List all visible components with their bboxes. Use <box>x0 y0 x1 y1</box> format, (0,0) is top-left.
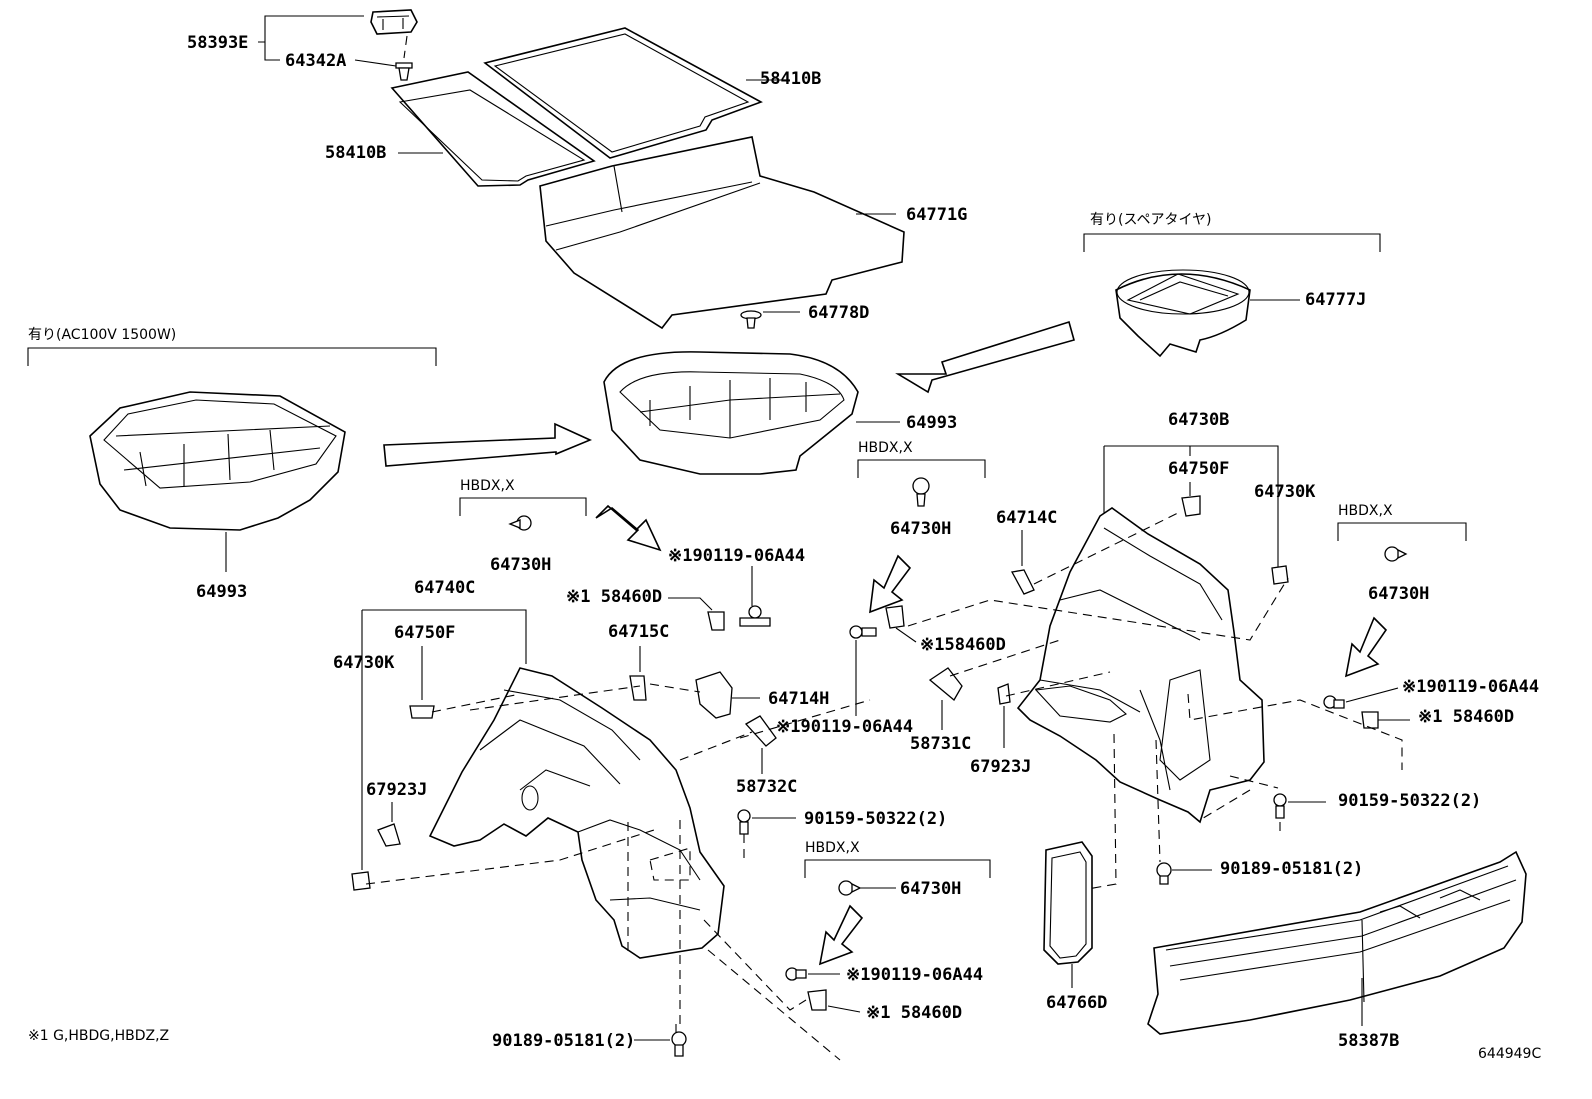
caption-hbdx-1: HBDX,X <box>460 478 515 494</box>
label-64715C: 64715C <box>608 622 669 642</box>
screw-64730H-d <box>1384 546 1408 562</box>
spare-tire-tray-64777J <box>1115 269 1251 358</box>
scuff-plate-58387B <box>1147 850 1527 1035</box>
footnote: ※1 G,HBDG,HBDZ,Z <box>28 1028 169 1044</box>
label-58460D-a: ※1 58460D <box>566 587 662 607</box>
label-64714H: 64714H <box>768 689 829 709</box>
label-58732C: 58732C <box>736 777 797 797</box>
bolt-190119-a <box>739 605 771 627</box>
label-64730H-d: 64730H <box>1368 584 1429 604</box>
deck-board-58410B-left <box>390 71 596 187</box>
label-64730H-c: 64730H <box>900 879 961 899</box>
label-64730K-right: 64730K <box>1254 482 1316 502</box>
label-64342A: 64342A <box>285 51 346 71</box>
label-90159-a: 90159-50322(2) <box>804 809 947 829</box>
label-58460D-d: ※1 58460D <box>1418 707 1514 727</box>
arrow-replace-center-left <box>383 422 593 467</box>
screw-90159-b <box>1273 793 1287 819</box>
cover-58731C <box>928 667 963 701</box>
arrow-replace-center-right <box>895 320 1075 394</box>
caption-ac100v: 有り(AC100V 1500W) <box>28 327 176 343</box>
label-58460D-b: ※158460D <box>920 635 1006 655</box>
bolt-190119-d <box>1323 695 1345 709</box>
luggage-tray-64993-center <box>603 351 859 475</box>
label-64730K-left: 64730K <box>333 653 395 673</box>
clip-67923J-right <box>997 683 1011 705</box>
caption-hbdx-4: HBDX,X <box>1338 503 1393 519</box>
label-190119-c: ※190119-06A44 <box>846 965 983 985</box>
clip-64730K-left <box>351 871 371 891</box>
label-58460D-c: ※1 58460D <box>866 1003 962 1023</box>
nut-58460D-d <box>1361 711 1379 729</box>
floor-mat-64771G <box>539 136 905 330</box>
screw-90159-a <box>737 809 751 835</box>
nut-58460D-c <box>807 989 827 1011</box>
label-64993-left: 64993 <box>196 582 247 602</box>
screw-90189-a <box>671 1031 687 1057</box>
arrow-install-bottom <box>818 904 864 966</box>
screw-64730H-a <box>508 515 532 531</box>
label-67923J-left: 67923J <box>366 780 427 800</box>
label-90159-b: 90159-50322(2) <box>1338 791 1481 811</box>
label-64714C: 64714C <box>996 508 1057 528</box>
label-190119-b: ※190119-06A44 <box>776 717 913 737</box>
caption-hbdx-2: HBDX,X <box>858 440 913 456</box>
clip-64750F-left <box>409 705 435 719</box>
arrow-install-left <box>595 504 662 552</box>
label-58393E: 58393E <box>187 33 248 53</box>
clip-67923J-left <box>377 823 401 847</box>
label-64771G: 64771G <box>906 205 967 225</box>
luggage-tray-64993-left <box>89 391 346 531</box>
screw-64730H-b <box>912 477 930 507</box>
label-58731C: 58731C <box>910 734 971 754</box>
label-58410B-top: 58410B <box>760 69 821 89</box>
clip-64730K-right <box>1271 565 1289 585</box>
label-67923J-right: 67923J <box>970 757 1031 777</box>
label-64778D: 64778D <box>808 303 869 323</box>
arrow-install-right <box>1344 616 1388 678</box>
bolt-190119-b <box>849 625 877 639</box>
nut-58460D-b <box>885 605 905 629</box>
deck-board-58410B-right <box>483 27 763 159</box>
label-64750F-left: 64750F <box>394 623 455 643</box>
clip-64714C <box>1010 569 1035 595</box>
label-90189-a: 90189-05181(2) <box>492 1031 635 1051</box>
clip-64342A <box>395 62 413 81</box>
clip-64778D <box>740 310 762 329</box>
clip-58732C <box>744 715 777 747</box>
arrow-install-center <box>869 554 912 614</box>
label-64730B: 64730B <box>1168 410 1229 430</box>
label-190119-a: ※190119-06A44 <box>668 546 805 566</box>
label-64750F-right: 64750F <box>1168 459 1229 479</box>
caption-hbdx-3: HBDX,X <box>805 840 860 856</box>
label-64730H-b: 64730H <box>890 519 951 539</box>
label-190119-d: ※190119-06A44 <box>1402 677 1539 697</box>
cover-64766D <box>1043 841 1093 965</box>
caption-spare-tire: 有り(スペアタイヤ) <box>1090 212 1212 228</box>
label-58410B-left: 58410B <box>325 143 386 163</box>
label-64766D: 64766D <box>1046 993 1107 1013</box>
nut-58460D-a <box>707 611 725 631</box>
bracket-64714H <box>695 671 733 719</box>
label-64730H-a: 64730H <box>490 555 551 575</box>
label-64777J: 64777J <box>1305 290 1366 310</box>
bolt-190119-c <box>785 967 807 981</box>
label-58387B: 58387B <box>1338 1031 1399 1051</box>
label-64740C: 64740C <box>414 578 475 598</box>
quarter-trim-panel-64740C <box>428 667 725 959</box>
clip-64750F-right <box>1181 495 1201 517</box>
clip-64715C <box>629 675 647 701</box>
label-90189-b: 90189-05181(2) <box>1220 859 1363 879</box>
diagram-id: 644949C <box>1478 1046 1541 1062</box>
screw-64730H-c <box>838 880 862 896</box>
screw-90189-b <box>1156 862 1172 885</box>
quarter-trim-panel-64730B <box>1016 507 1265 824</box>
label-64993-center: 64993 <box>906 413 957 433</box>
cover-block-58393E <box>370 9 418 35</box>
